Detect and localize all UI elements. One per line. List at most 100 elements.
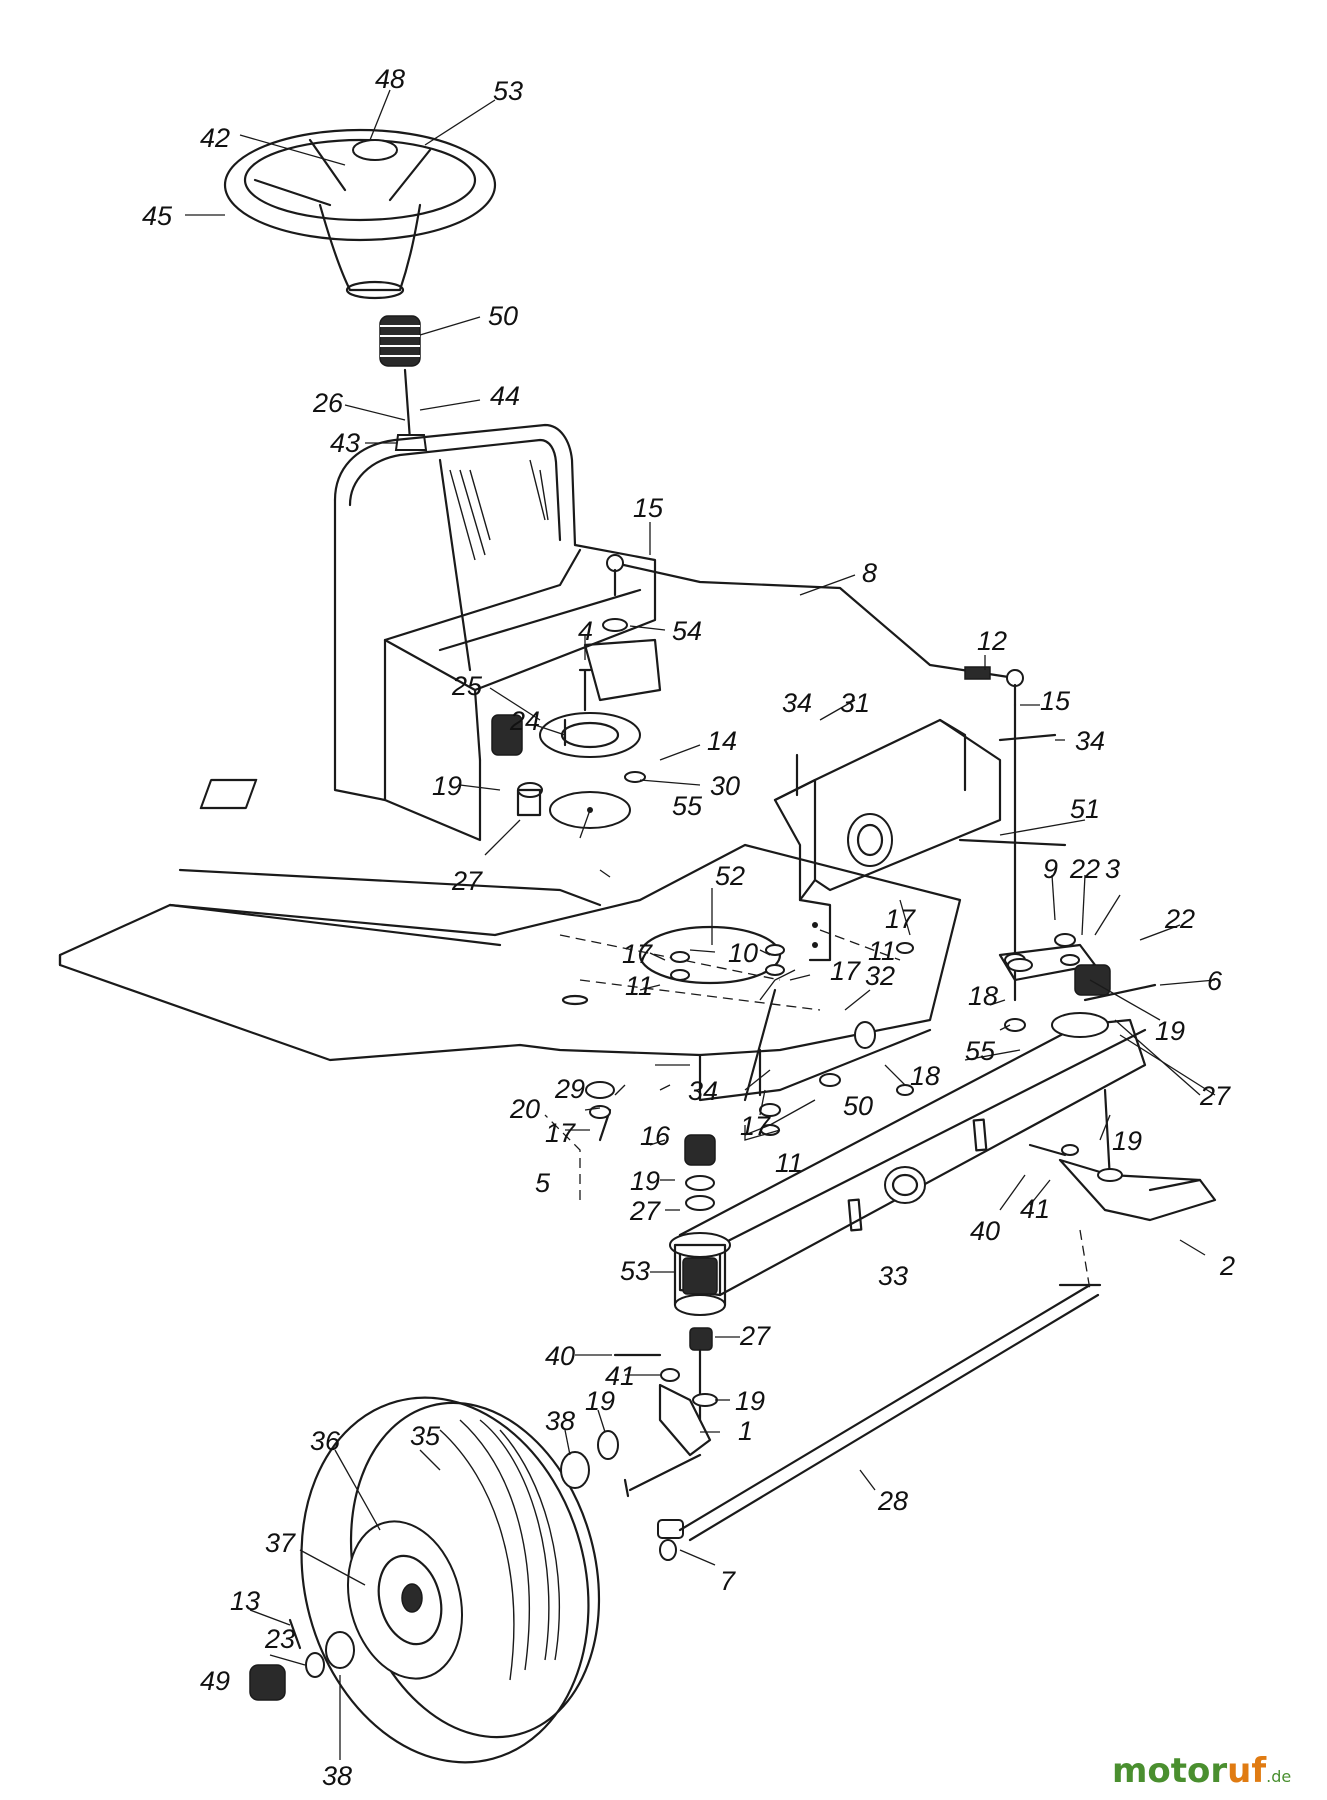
leader-lines [185, 89, 1216, 1760]
callout-48: 50 [488, 301, 518, 331]
callout-11-b: 11 [625, 971, 653, 1001]
callout-19-wheel: 19 [585, 1386, 615, 1416]
callout-53: 53 [620, 1256, 650, 1286]
callout-45: 45 [142, 201, 173, 231]
callout-27-right: 27 [1199, 1081, 1231, 1111]
callout-18-mid: 18 [910, 1061, 940, 1091]
steering-spring [379, 315, 421, 367]
callout-42: 42 [200, 123, 230, 153]
wheel-hardware [249, 1430, 619, 1701]
callout-10: 10 [728, 938, 758, 968]
callout-14: 14 [707, 726, 737, 756]
callout-55-right: 55 [965, 1036, 996, 1066]
svg-text:motoruf.de: motoruf.de [1112, 1751, 1291, 1791]
bracket [773, 718, 1002, 962]
callout-44: 44 [490, 381, 520, 411]
callout-34-top: 34 [782, 688, 812, 718]
cotter-pins [613, 1143, 1079, 1382]
callout-8: 8 [862, 558, 877, 588]
callout-31: 31 [840, 688, 870, 718]
callout-17-b: 17 [622, 939, 653, 969]
callout-36: 36 [310, 1426, 341, 1456]
callout-54: 54 [672, 616, 702, 646]
callout-19-mid: 19 [630, 1166, 660, 1196]
watermark-suffix: .de [1266, 1767, 1291, 1786]
callout-22-a: 22 [1069, 854, 1100, 884]
callout-19-far: 19 [1112, 1126, 1142, 1156]
callout-15-right: 15 [1040, 686, 1071, 716]
callout-28: 28 [877, 1486, 908, 1516]
watermark-part-b: uf [1227, 1751, 1267, 1791]
callout-9: 9 [1043, 854, 1058, 884]
callout-38-bottom: 38 [322, 1761, 352, 1791]
callout-40-left: 40 [545, 1341, 575, 1371]
callout-17-d: 17 [740, 1111, 771, 1141]
callout-5: 5 [535, 1168, 551, 1198]
callout-26: 26 [312, 388, 344, 418]
callout-52: 52 [715, 861, 745, 891]
callout-11-a: 11 [868, 936, 896, 966]
main-frame [58, 843, 962, 1102]
callout-50: 50 [843, 1091, 873, 1121]
callout-40-right: 40 [970, 1216, 1000, 1246]
steering-arm [998, 943, 1111, 996]
callout-55-top: 55 [672, 791, 703, 821]
callout-34-right: 34 [1075, 726, 1105, 756]
callout-41-left: 41 [605, 1361, 635, 1391]
steering-gear [491, 714, 543, 817]
spindle-right [1058, 1088, 1217, 1222]
callout-22-b: 22 [1164, 904, 1195, 934]
callout-27-left: 27 [451, 866, 483, 896]
callout-4: 4 [578, 616, 593, 646]
spindle-left [623, 1348, 718, 1561]
bolts [563, 668, 1157, 1142]
callout-35: 35 [410, 1421, 441, 1451]
callout-19-right: 19 [1155, 1016, 1185, 1046]
callout-32: 32 [865, 961, 895, 991]
axle-pivot [669, 1232, 731, 1316]
callout-7: 7 [720, 1566, 736, 1596]
callout-13: 13 [230, 1586, 260, 1616]
callout-12: 12 [977, 626, 1007, 656]
callout-46: 48 [375, 64, 405, 94]
tie-rod [678, 1283, 1102, 1542]
callout-27-mid: 27 [629, 1196, 661, 1226]
drag-link [606, 554, 1024, 707]
callout-47: 49 [200, 1666, 230, 1696]
callout-49: 53 [493, 76, 523, 106]
callout-29: 29 [554, 1074, 585, 1104]
alignment-lines [544, 1114, 1091, 1291]
callout-33: 33 [878, 1261, 908, 1291]
callout-11-c: 11 [775, 1148, 803, 1178]
callout-37: 37 [265, 1528, 296, 1558]
callout-17-e: 17 [545, 1118, 576, 1148]
steering-plate [539, 638, 662, 829]
callout-19-left: 19 [432, 771, 462, 801]
callout-41-right: 41 [1020, 1194, 1050, 1224]
callout-34-left: 34 [688, 1076, 718, 1106]
callout-1: 1 [738, 1416, 753, 1446]
callout-43: 43 [330, 428, 360, 458]
callout-3: 3 [1105, 854, 1120, 884]
washers [585, 618, 1080, 1136]
callout-15-top: 15 [633, 493, 664, 523]
callout-18-right: 18 [968, 981, 998, 1011]
callout-27-low: 27 [739, 1321, 771, 1351]
callout-51: 51 [1070, 794, 1100, 824]
front-wheel[interactable] [262, 1365, 635, 1795]
watermark-part-a: motor [1112, 1751, 1227, 1791]
callout-16: 16 [640, 1121, 671, 1151]
callout-19-spindle: 19 [735, 1386, 765, 1416]
callout-17-c: 17 [830, 956, 861, 986]
bushing-stack [684, 1134, 716, 1351]
callout-2: 2 [1219, 1251, 1235, 1281]
steering-wheel[interactable] [223, 128, 497, 300]
callout-30: 30 [710, 771, 740, 801]
callout-6: 6 [1207, 966, 1223, 996]
callout-17-a: 17 [885, 904, 916, 934]
callout-24: 24 [509, 706, 540, 736]
callout-labels: 48 53 42 45 50 26 44 43 15 8 54 12 15 4 … [142, 64, 1235, 1791]
dashboard-console [199, 423, 657, 842]
watermark-logo: motoruf.de [1112, 1751, 1291, 1791]
